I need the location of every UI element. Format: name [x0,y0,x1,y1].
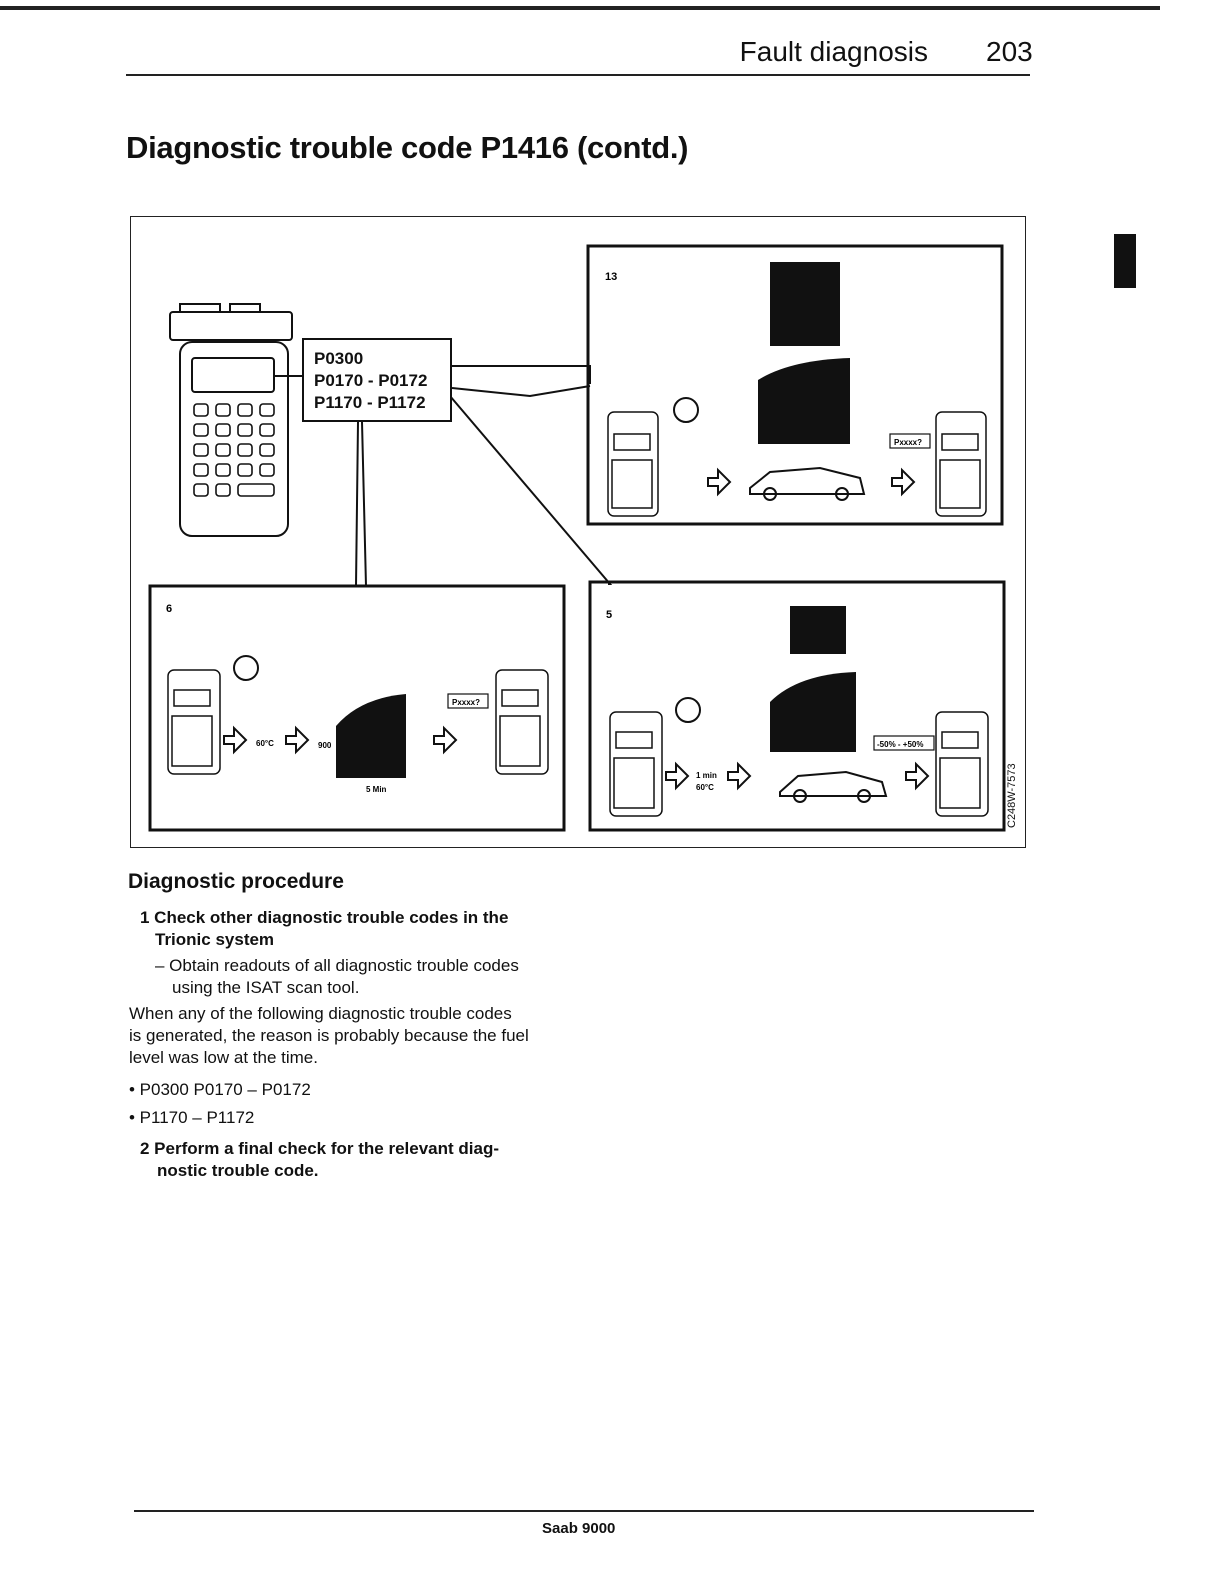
panel-5-arrow-icon [665,761,690,791]
panel-5-scan-tool-left-icon [609,711,663,817]
step-2-line-1: 2 Perform a final check for the relevant… [140,1139,500,1158]
panel-5-temp: 60°C [696,783,714,792]
panel-5-car-icon [779,770,888,803]
panel-6-number: 6 [166,603,172,615]
paragraph-line-1: When any of the following diagnostic tro… [129,1004,512,1023]
image-reference: C248W-7573 [1006,763,1018,828]
paragraph-line-2: is generated, the reason is probably bec… [129,1026,529,1045]
panel-13-arrow2-icon [891,467,916,497]
top-rule [0,6,1160,10]
panel-6-arrow-icon [223,725,248,755]
panel-13-number: 13 [605,271,617,283]
step-2-line-2: nostic trouble code. [157,1161,319,1180]
panel-6-tachometer-icon [336,694,406,778]
panel-5-number: 5 [606,609,612,621]
panel-13-ignition-icon [673,397,699,423]
panel-6-scan-tool-left-icon [167,669,221,775]
code-2: P0170 - P0172 [314,371,428,390]
diagram-frame [130,216,1026,848]
code-box: P0300 P0170 - P0172 P1170 - P1172 [302,338,452,422]
panel-6-arrow3-icon [433,725,458,755]
panel-13-arrow-icon [707,467,732,497]
footer-text: Saab 9000 [542,1520,616,1537]
panel-5-range: -50% - +50% [877,740,923,749]
panel-6 [148,584,566,832]
panel-6-arrow2-icon [285,725,310,755]
panel-5-arrow3-icon [905,761,930,791]
panel-13-scan-tool-right-icon [935,411,987,517]
panel-6-scan-tool-right-icon [495,669,549,775]
panel-6-temp: 60°C [256,739,274,748]
thumb-tab [1114,234,1136,288]
panel-6-scan-label: Pxxxx? [452,698,480,707]
bullet-1: • P0300 P0170 – P0172 [129,1080,311,1099]
panel-13-car-icon [749,466,866,501]
header-rule [126,74,1030,76]
panel-5-time: 1 min [696,771,717,780]
panel-13-scan-tool-left-icon [607,411,659,517]
code-3: P1170 - P1172 [314,393,426,412]
panel-6-time: 5 Min [366,785,387,794]
panel-5-fuel-gauge-icon [770,672,856,752]
panel-6-ignition-icon [233,655,259,681]
section-title: Fault diagnosis [739,36,928,67]
panel-5-ignition-icon [675,697,701,723]
panel-6-rpm: 900 [318,741,332,750]
step-1-sub-line-1: – Obtain readouts of all diagnostic trou… [155,956,519,975]
footer-rule [134,1510,1034,1512]
page-number: 203 [986,36,1033,67]
panel-13-gauge-icon [770,262,840,346]
panel-13 [586,244,1004,526]
connector-lines [354,365,613,587]
step-1-line-2: Trionic system [155,930,275,949]
procedure-heading: Diagnostic procedure [128,870,344,893]
scan-tool-large-icon [169,303,302,537]
page-title: Diagnostic trouble code P1416 (contd.) [126,130,689,165]
bullet-2: • P1170 – P1172 [129,1108,255,1127]
panel-5-gauge-icon [790,606,846,654]
panel-5-arrow2-icon [727,761,752,791]
panel-5 [588,580,1006,832]
paragraph-line-3: level was low at the time. [129,1048,318,1067]
code-1: P0300 [314,349,364,368]
panel-5-scan-tool-right-icon [935,711,989,817]
panel-13-fuel-gauge-icon [758,358,850,444]
panel-13-scan-label: Pxxxx? [894,438,922,447]
step-1-sub-line-2: using the ISAT scan tool. [172,978,360,997]
step-1-line-1: 1 Check other diagnostic trouble codes i… [140,908,509,927]
diagnostic-diagram: 13 Pxxxx? 6 60°C 900 5 Min Pxxxx? 5 [148,244,1006,832]
